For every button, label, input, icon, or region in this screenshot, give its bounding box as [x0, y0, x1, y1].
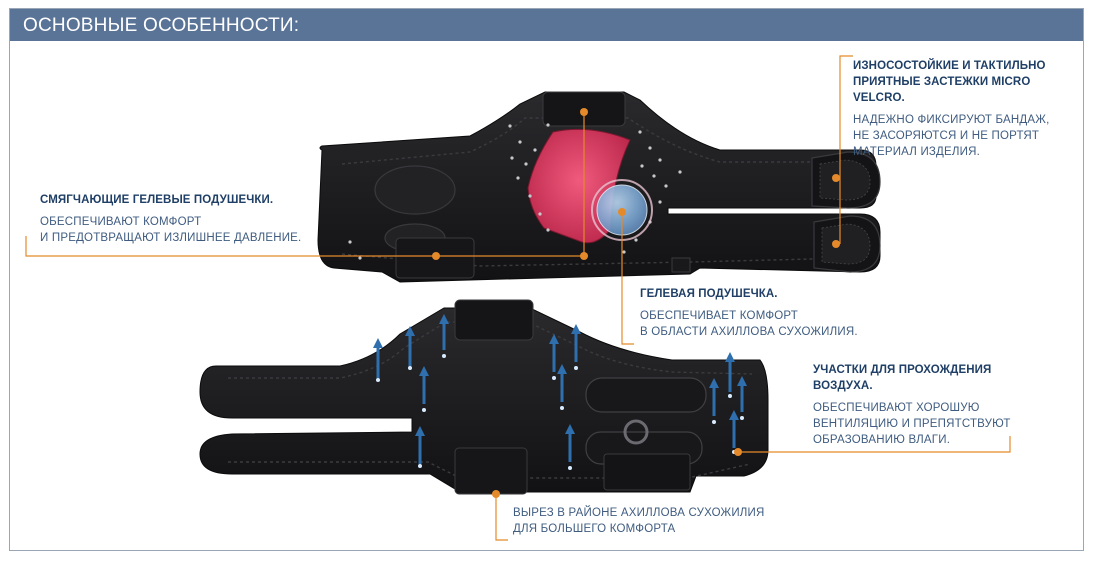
section-header: ОСНОВНЫЕ ОСОБЕННОСТИ: [10, 9, 1083, 41]
airflow-arrow [439, 314, 449, 358]
callout-gel-pad: ГЕЛЕВАЯ ПОДУШЕЧКА. ОБЕСПЕЧИВАЕТ КОМФОРТ … [640, 286, 880, 340]
callout-gel-pads-text: ОБЕСПЕЧИВАЮТ КОМФОРТ И ПРЕДОТВРАЩАЮТ ИЗЛ… [40, 216, 302, 244]
airflow-arrow [737, 376, 747, 420]
d-ring [623, 419, 649, 445]
callout-velcro-title: ИЗНОСОСТОЙКИЕ И ТАКТИЛЬНО ПРИЯТНЫЕ ЗАСТЕ… [853, 60, 1046, 104]
airflow-arrow [405, 326, 415, 370]
callout-leaders [25, 55, 1011, 541]
airflow-arrow [373, 338, 383, 382]
section-title: ОСНОВНЫЕ ОСОБЕННОСТИ: [23, 15, 300, 36]
callout-velcro: ИЗНОСОСТОЙКИЕ И ТАКТИЛЬНО ПРИЯТНЫЕ ЗАСТЕ… [853, 58, 1078, 160]
brace-bottom-cutout-tab [454, 447, 528, 495]
brace-outer-view [199, 299, 769, 495]
airflow-arrow [571, 324, 581, 370]
airflow-arrow [419, 366, 429, 412]
brace-inner-view [317, 91, 881, 283]
dot-airflow [734, 448, 742, 456]
brace-bottom-heel-tab [454, 299, 534, 341]
airflow-arrow [565, 424, 575, 470]
dot-gel-pads-bottom [580, 252, 588, 260]
airflow-arrow [415, 426, 425, 468]
brace-top-stitching [341, 117, 853, 267]
brace-bottom-right-flap [603, 453, 691, 491]
dot-velcro-lower [832, 240, 840, 248]
dot-gel-pads-left [432, 252, 440, 260]
callout-cutout: ВЫРЕЗ В РАЙОНЕ АХИЛЛОВА СУХОЖИЛИЯ ДЛЯ БО… [513, 505, 793, 537]
brace-top-perforations [348, 123, 682, 260]
leader-gel-pads [25, 114, 585, 257]
velcro-tab-upper-texture [819, 159, 871, 201]
callout-airflow-title: УЧАСТКИ ДЛЯ ПРОХОЖДЕНИЯ ВОЗДУХА. [813, 364, 992, 392]
callout-gel-pads-title: СМЯГЧАЮЩИЕ ГЕЛЕВЫЕ ПОДУШЕЧКИ. [40, 194, 274, 206]
dot-cutout [492, 490, 500, 498]
velcro-tab-lower-texture [821, 223, 871, 265]
leader-cutout [495, 494, 508, 541]
callout-airflow-text: ОБЕСПЕЧИВАЮТ ХОРОШУЮ ВЕНТИЛЯЦИЮ И ПРЕПЯТ… [813, 402, 1011, 446]
leader-gel-pad [621, 212, 634, 345]
brace-top-pad-left [374, 165, 456, 215]
callout-dots [432, 108, 840, 498]
leader-airflow [738, 436, 1011, 453]
callout-gel-pads: СМЯГЧАЮЩИЕ ГЕЛЕВЫЕ ПОДУШЕЧКИ. ОБЕСПЕЧИВА… [40, 192, 330, 246]
airflow-arrow [557, 364, 567, 410]
leader-velcro [839, 55, 853, 244]
callout-airflow: УЧАСТКИ ДЛЯ ПРОХОЖДЕНИЯ ВОЗДУХА. ОБЕСПЕЧ… [813, 362, 1033, 448]
airflow-arrow [549, 334, 559, 380]
airflow-arrow [725, 352, 735, 398]
dot-gel-pads-right [580, 108, 588, 116]
dot-gel-pad [618, 208, 626, 216]
airflow-arrow [709, 378, 719, 424]
brace-top-right-flap [671, 257, 691, 273]
callout-gel-pad-text: ОБЕСПЕЧИВАЕТ КОМФОРТ В ОБЛАСТИ АХИЛЛОВА … [640, 310, 858, 338]
dot-velcro-upper [832, 174, 840, 182]
brace-bottom-pad-upper [585, 377, 707, 413]
callout-velcro-text: НАДЕЖНО ФИКСИРУЮТ БАНДАЖ, НЕ ЗАСОРЯЮТСЯ … [853, 114, 1050, 158]
callout-cutout-text: ВЫРЕЗ В РАЙОНЕ АХИЛЛОВА СУХОЖИЛИЯ ДЛЯ БО… [513, 507, 765, 535]
callout-gel-pad-title: ГЕЛЕВАЯ ПОДУШЕЧКА. [640, 288, 778, 300]
